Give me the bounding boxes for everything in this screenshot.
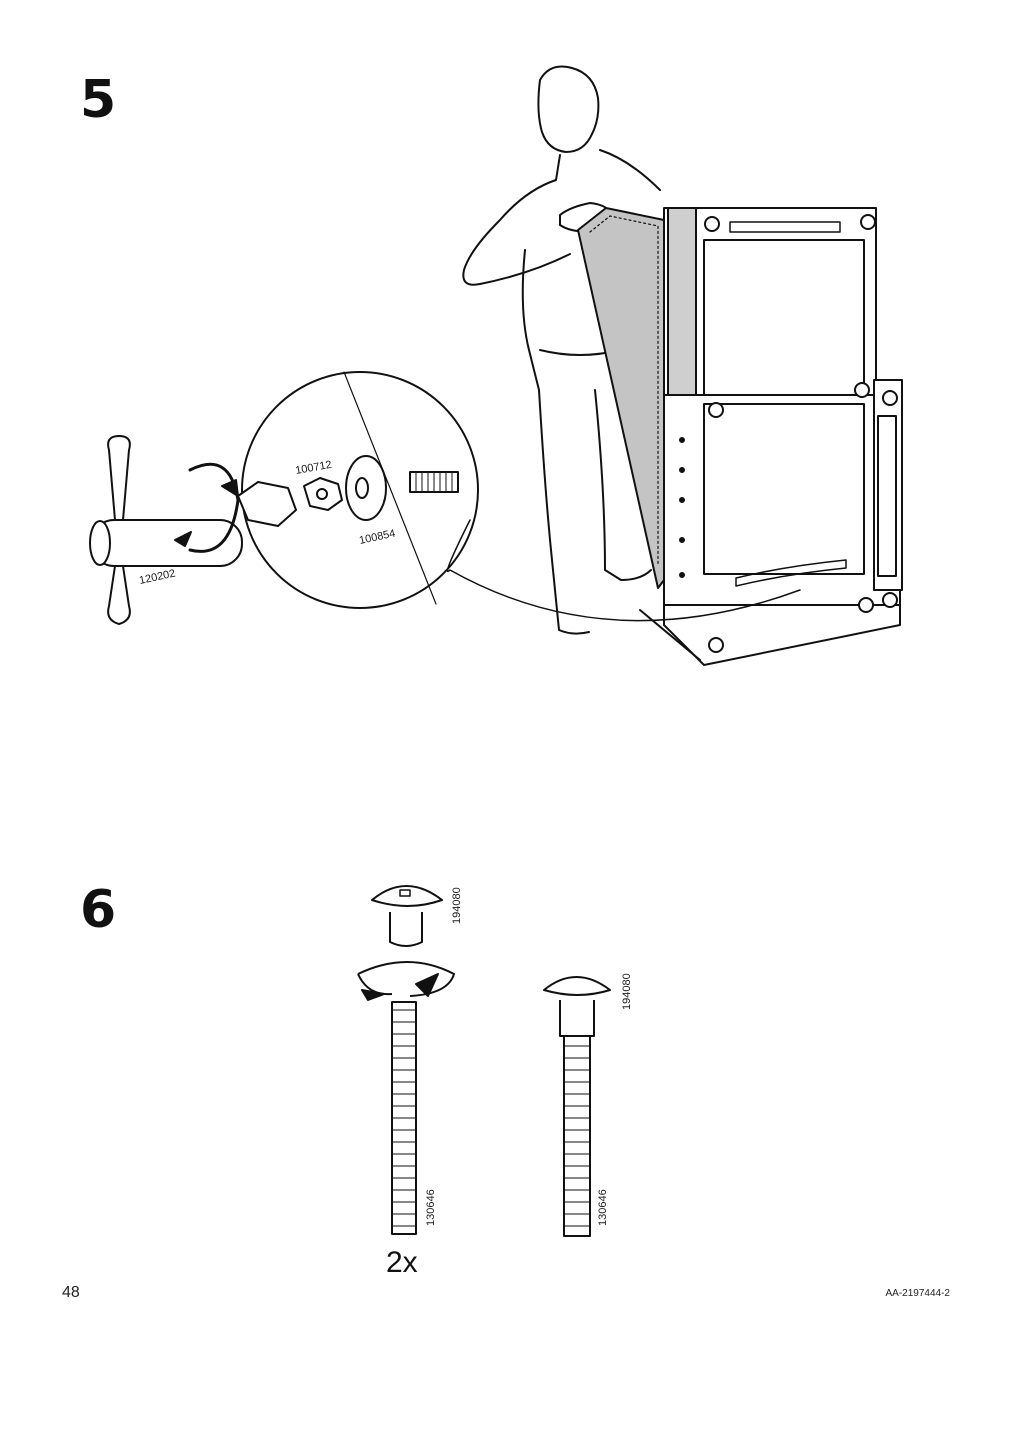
allen-key-tool	[89, 435, 243, 625]
label-194080-b: 194080	[621, 973, 633, 1010]
document-id: AA-2197444-2	[885, 1288, 951, 1299]
person-figure	[462, 65, 661, 635]
label-130646-b: 130646	[597, 1189, 609, 1226]
rotate-arrow-icon	[188, 462, 240, 553]
label-194080-a: 194080	[451, 887, 463, 924]
threaded-bolt	[409, 471, 459, 493]
step-number-5: 5	[80, 70, 117, 130]
screw-assembled	[543, 976, 611, 1237]
quantity-label: 2x	[386, 1246, 418, 1279]
screw	[371, 885, 443, 947]
sofa-back-cushion	[577, 207, 665, 589]
hex-nut	[237, 477, 343, 527]
washer	[345, 455, 387, 521]
page-number: 48	[62, 1284, 80, 1301]
threaded-bolt	[391, 1001, 417, 1235]
step5-illustration: 120202 100712 100854	[89, 65, 903, 666]
step-number-6: 6	[80, 880, 117, 940]
sofa-frame	[639, 207, 903, 666]
label-130646-a: 130646	[425, 1189, 437, 1226]
label-120202: 120202	[138, 568, 176, 587]
rotate-arrow-icon	[357, 961, 455, 1001]
